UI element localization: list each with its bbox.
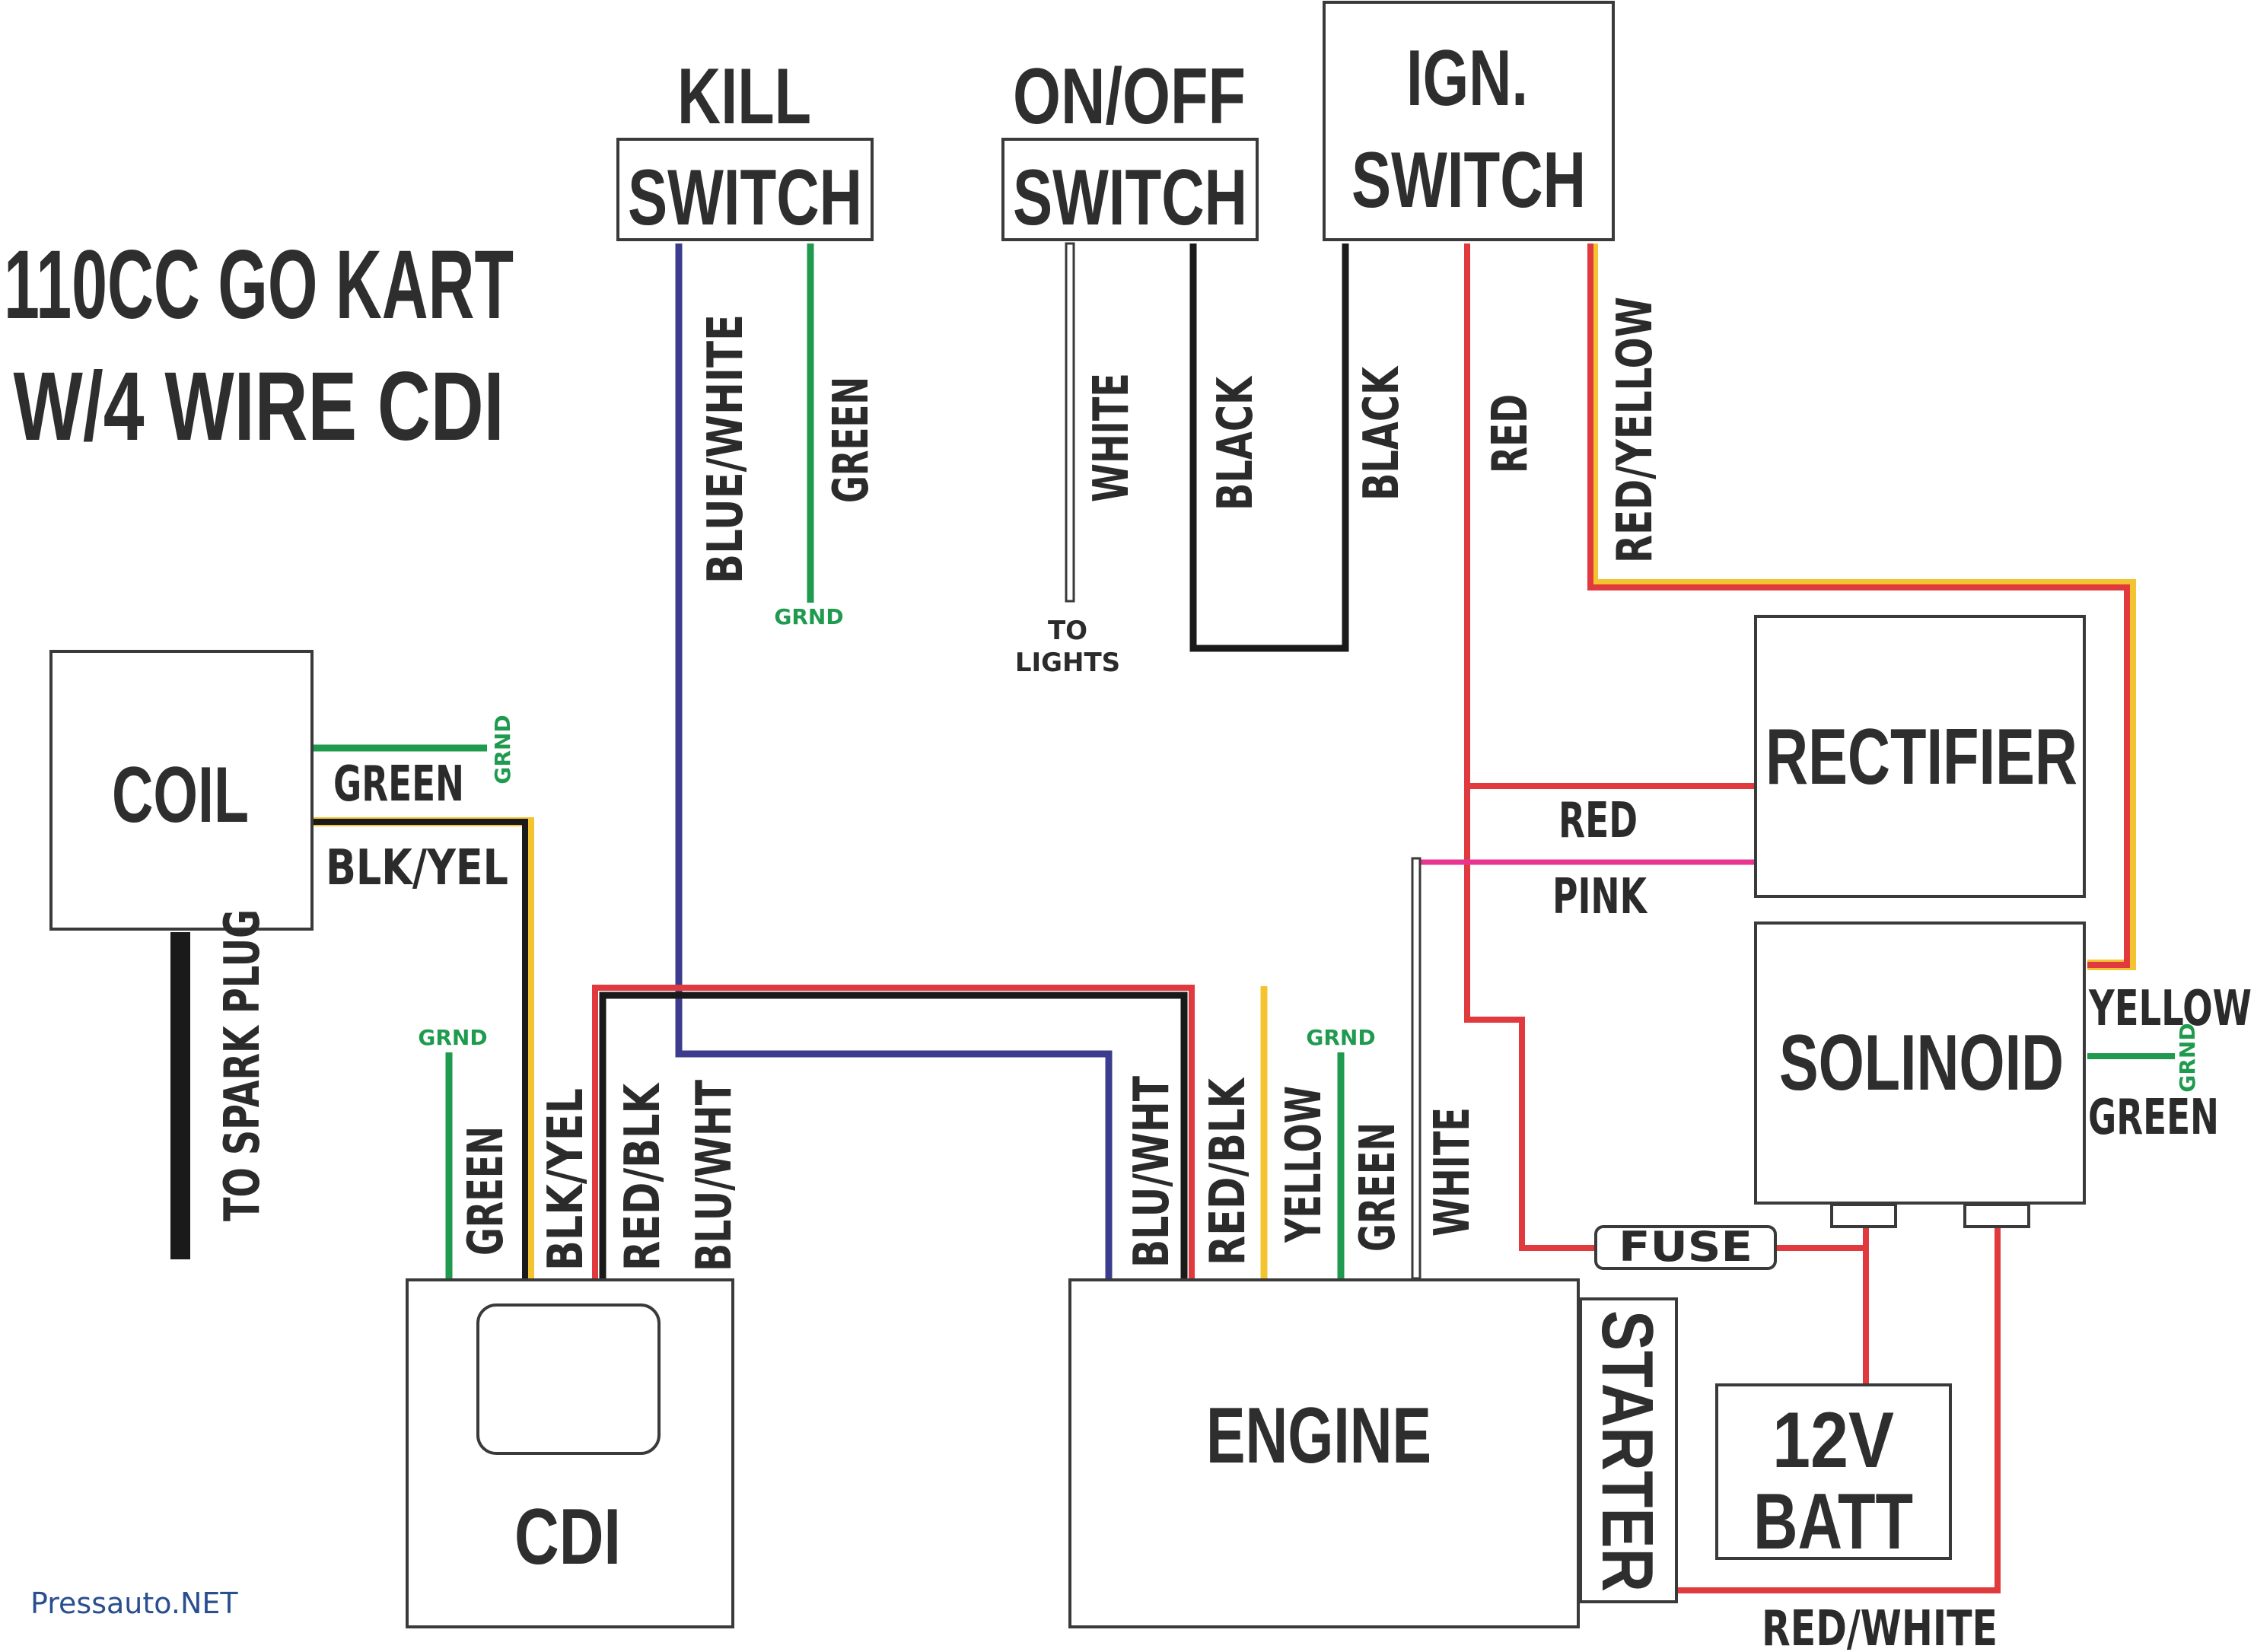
label-blk-yel-cdi: BLK/YEL bbox=[538, 1088, 594, 1271]
rectifier-label: RECTIFIER bbox=[1765, 713, 2077, 801]
grnd-label-engine: GRND bbox=[1306, 1025, 1375, 1050]
wire-white-engine bbox=[1411, 857, 1421, 1280]
label-blue-white-kill: BLUE/WHITE bbox=[698, 314, 754, 584]
watermark: Pressauto.NET bbox=[30, 1587, 238, 1620]
solinoid-label: SOLINOID bbox=[1779, 1019, 2064, 1107]
grnd-label-kill: GRND bbox=[774, 604, 843, 629]
engine-box bbox=[1068, 1278, 1580, 1628]
battery-label-1: 12V bbox=[1772, 1396, 1894, 1485]
label-black-ign: BLACK bbox=[1354, 365, 1410, 501]
label-white-engine: WHITE bbox=[1425, 1107, 1481, 1237]
label-spark-plug: TO SPARK PLUG bbox=[215, 909, 271, 1221]
label-yellow-solinoid: YELLOW bbox=[2088, 981, 2252, 1037]
battery-label-2: BATT bbox=[1753, 1478, 1913, 1566]
label-green-coil: GREEN bbox=[333, 756, 464, 813]
kill-switch-label-1: KILL bbox=[677, 53, 811, 141]
label-red-blk-cdi: RED/BLK bbox=[615, 1082, 671, 1271]
label-green-engine: GREEN bbox=[1350, 1122, 1406, 1252]
label-black-onoff: BLACK bbox=[1208, 375, 1264, 511]
onoff-switch-label-1: ON/OFF bbox=[1013, 53, 1246, 141]
label-to-lights-2: LIGHTS bbox=[1015, 648, 1120, 678]
kill-switch-box bbox=[616, 138, 874, 241]
ign-switch-label-1: IGN. bbox=[1406, 34, 1528, 123]
wire-red-outer-cdi-engine bbox=[592, 985, 1195, 1278]
rectifier-box bbox=[1754, 615, 2086, 898]
title-line-2: W/4 WIRE CDI bbox=[14, 352, 505, 461]
wire-red-ign bbox=[1464, 244, 1596, 1251]
coil-label: COIL bbox=[112, 751, 249, 839]
solinoid-box bbox=[1754, 921, 2086, 1205]
label-green-solinoid: GREEN bbox=[2088, 1090, 2219, 1146]
fuse-box bbox=[1594, 1225, 1777, 1270]
wire-blue-white-kill bbox=[675, 244, 1113, 1278]
grnd-label-coil: GRND bbox=[490, 715, 515, 784]
label-blk-yel-coil: BLK/YEL bbox=[326, 840, 508, 896]
solinoid-terminal-left bbox=[1830, 1203, 1897, 1228]
label-pink-rectifier: PINK bbox=[1552, 869, 1648, 925]
fuse-label: FUSE bbox=[1619, 1223, 1753, 1271]
title-line-1: 110CC GO KART bbox=[4, 231, 514, 339]
wire-black-inner-cdi-engine bbox=[599, 992, 1188, 1278]
wire-black-onoff-ign bbox=[1189, 244, 1349, 652]
label-red-white: RED/WHITE bbox=[1762, 1601, 1998, 1652]
wire-red-white-starter bbox=[1678, 1227, 2001, 1593]
label-yellow-engine: YELLOW bbox=[1276, 1086, 1332, 1243]
cdi-inner-window bbox=[476, 1303, 661, 1455]
starter-box bbox=[1579, 1297, 1678, 1603]
solinoid-terminal-right bbox=[1963, 1203, 2030, 1228]
wire-red-yellow-ign bbox=[1587, 244, 2130, 968]
cdi-label: CDI bbox=[514, 1493, 621, 1581]
label-blu-wht-cdi: BLU/WHT bbox=[686, 1080, 743, 1272]
label-green-cdi: GREEN bbox=[458, 1126, 514, 1256]
label-to-lights-1: TO bbox=[1048, 616, 1087, 646]
onoff-switch-box bbox=[1001, 138, 1259, 241]
label-white-onoff: WHITE bbox=[1084, 373, 1140, 502]
label-red-ign: RED bbox=[1482, 394, 1539, 473]
onoff-switch-label-2: SWITCH bbox=[1013, 154, 1247, 242]
label-blu-wht-engine: BLU/WHT bbox=[1124, 1076, 1180, 1268]
ign-switch-label-2: SWITCH bbox=[1351, 136, 1586, 224]
wire-white-onoff bbox=[1065, 242, 1075, 603]
wire-black-coil bbox=[314, 819, 528, 1278]
engine-label: ENGINE bbox=[1206, 1392, 1431, 1480]
label-green-kill: GREEN bbox=[823, 377, 880, 503]
ign-switch-box bbox=[1323, 1, 1615, 241]
starter-label: STARTER bbox=[1587, 1310, 1668, 1592]
grnd-label-cdi: GRND bbox=[418, 1025, 487, 1050]
coil-box bbox=[49, 650, 314, 931]
label-red-blk-engine: RED/BLK bbox=[1200, 1077, 1256, 1265]
battery-box bbox=[1715, 1383, 1952, 1560]
label-red-rectifier: RED bbox=[1558, 793, 1638, 849]
label-red-yellow-ign: RED/YELLOW bbox=[1607, 297, 1663, 563]
kill-switch-label-2: SWITCH bbox=[628, 154, 862, 242]
grnd-label-solinoid: GRND bbox=[2175, 1023, 2200, 1092]
